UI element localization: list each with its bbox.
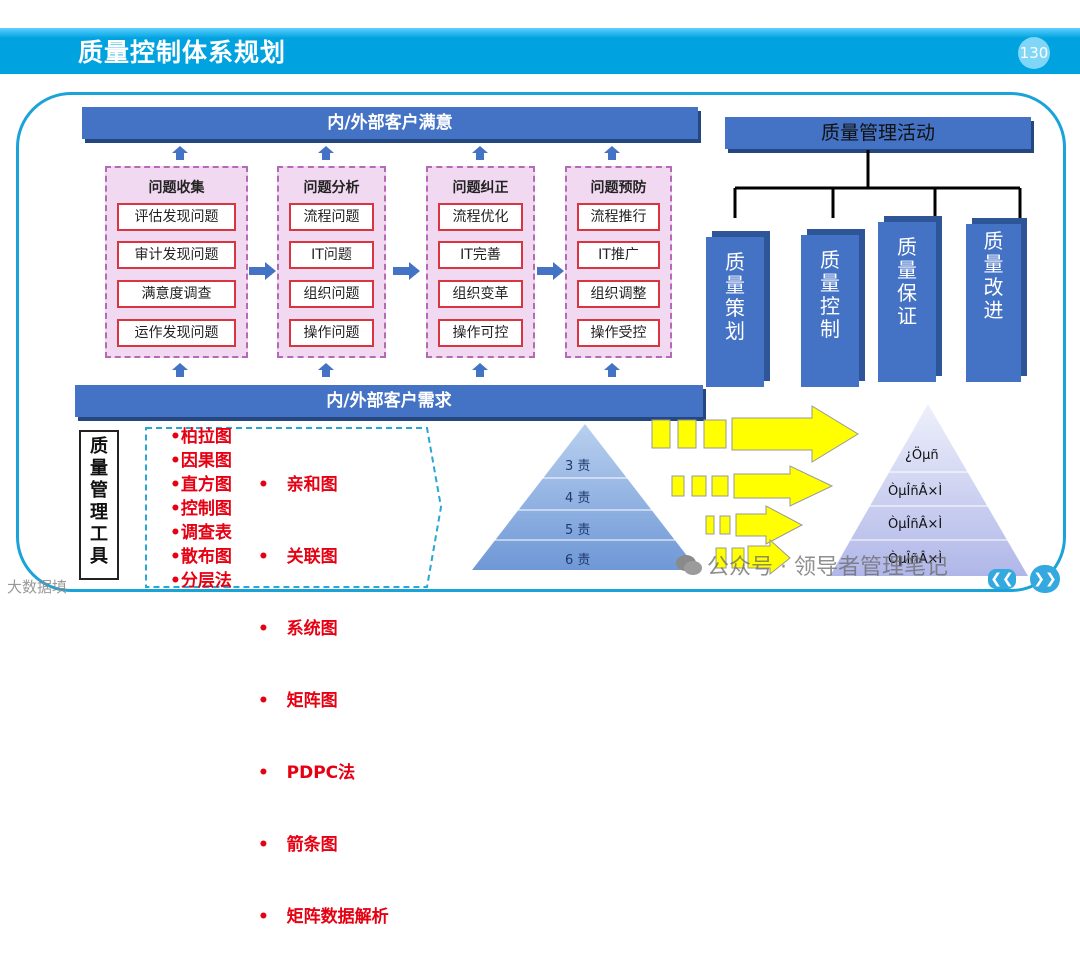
column-item: 操作问题 <box>289 319 374 347</box>
up-arrow-icon <box>472 363 488 377</box>
column-item: 流程优化 <box>438 203 523 231</box>
yellow-arrows <box>651 405 859 576</box>
pillar-quality-planning: 质量策划 <box>706 237 764 387</box>
tool-item: • 矩阵数据解析 <box>258 907 389 927</box>
column-title: 问题分析 <box>303 180 360 196</box>
tools-dashed-border <box>145 427 443 588</box>
content-frame <box>16 92 1066 592</box>
tool-item: •控制图 <box>170 499 232 519</box>
header-bar <box>0 28 1080 74</box>
pyramid-level: 6 责 <box>565 553 591 568</box>
next-button[interactable]: ❯❯ <box>1030 565 1060 593</box>
column-title: 问题纠正 <box>452 180 509 196</box>
pillar-quality-assurance: 质量保证 <box>878 222 936 382</box>
column-item: 组织调整 <box>577 280 660 308</box>
activities-tree-lines <box>733 150 1022 218</box>
column-title: 问题预防 <box>590 180 647 196</box>
pyramid-level: 4 责 <box>565 491 591 506</box>
column-title: 问题收集 <box>148 180 205 196</box>
prev-button[interactable]: ❮❮ <box>988 569 1016 589</box>
column-item: 满意度调查 <box>117 280 236 308</box>
tool-item: • 矩阵图 <box>258 691 338 711</box>
wechat-icon <box>676 555 702 575</box>
right-arrow-icon <box>537 262 564 280</box>
tools-label: 质量管理工具 <box>90 436 108 567</box>
tools-list-right: • 亲和图 • 关联图 • 系统图 • 矩阵图 • PDPC法 • 箭条图 • … <box>258 425 389 953</box>
column-problem-correction: 问题纠正 流程优化 IT完善 组织变革 操作可控 <box>426 166 535 358</box>
demand-bar: 内/外部客户需求 <box>75 385 703 417</box>
column-item: IT完善 <box>438 241 523 269</box>
column-problem-analysis: 问题分析 流程问题 IT问题 组织问题 操作问题 <box>277 166 386 358</box>
activities-title: 质量管理活动 <box>725 117 1031 149</box>
column-item: 组织问题 <box>289 280 374 308</box>
left-pyramid <box>472 424 698 570</box>
column-item: 组织变革 <box>438 280 523 308</box>
up-arrow-icon <box>172 363 188 377</box>
up-arrow-icon <box>318 146 334 160</box>
tool-item: •直方图 <box>170 475 232 495</box>
tool-item: • 箭条图 <box>258 835 338 855</box>
column-problem-collection: 问题收集 评估发现问题 审计发现问题 满意度调查 运作发现问题 <box>105 166 248 358</box>
page-number: 130 <box>1018 37 1050 69</box>
tool-item: • 亲和图 <box>258 475 338 495</box>
tool-item: •因果图 <box>170 451 232 471</box>
tool-item: • 关联图 <box>258 547 338 567</box>
pyramid-level: ÒµÎñÂ×Ì <box>888 517 943 532</box>
right-arrow-icon <box>249 262 276 280</box>
tool-item: •散布图 <box>170 547 232 567</box>
tool-item: • 系统图 <box>258 619 338 639</box>
column-item: 评估发现问题 <box>117 203 236 231</box>
column-item: 操作可控 <box>438 319 523 347</box>
column-problem-prevention: 问题预防 流程推行 IT推广 组织调整 操作受控 <box>565 166 672 358</box>
pyramid-level: ÒµÎñÂ×Ì <box>888 484 943 499</box>
column-item: 操作受控 <box>577 319 660 347</box>
tool-item: •分层法 <box>170 571 232 591</box>
pyramid-level: ÒµÎñÂ×Ì <box>888 552 943 567</box>
right-pyramid <box>830 404 1028 576</box>
up-arrow-icon <box>472 146 488 160</box>
column-item: 流程问题 <box>289 203 374 231</box>
tools-label-box: 质量管理工具 <box>79 430 119 580</box>
watermark-left: 大数据填 <box>7 578 68 596</box>
column-item: IT推广 <box>577 241 660 269</box>
up-arrow-icon <box>318 363 334 377</box>
watermark-right: 公众号 · 领导者管理笔记 <box>707 555 948 580</box>
column-item: 运作发现问题 <box>117 319 236 347</box>
pyramid-level: 5 责 <box>565 523 591 538</box>
pillar-quality-improvement: 质量改进 <box>966 224 1021 382</box>
pyramid-level: ¿Öµñ <box>905 448 939 463</box>
tool-item: •调查表 <box>170 523 232 543</box>
up-arrow-icon <box>172 146 188 160</box>
up-arrow-icon <box>604 363 620 377</box>
tool-item: • PDPC法 <box>258 763 356 783</box>
satisfaction-bar: 内/外部客户满意 <box>82 107 698 139</box>
pillar-quality-control: 质量控制 <box>801 235 859 387</box>
right-arrow-icon <box>393 262 420 280</box>
tools-list-left: •柏拉图 •因果图 •直方图 •控制图 •调查表 •散布图 •分层法 <box>170 425 232 593</box>
tool-item: •柏拉图 <box>170 427 232 447</box>
column-item: 审计发现问题 <box>117 241 236 269</box>
column-item: IT问题 <box>289 241 374 269</box>
up-arrow-icon <box>604 146 620 160</box>
page-title: 质量控制体系规划 <box>78 38 287 67</box>
pyramid-level: 3 责 <box>565 459 591 474</box>
column-item: 流程推行 <box>577 203 660 231</box>
